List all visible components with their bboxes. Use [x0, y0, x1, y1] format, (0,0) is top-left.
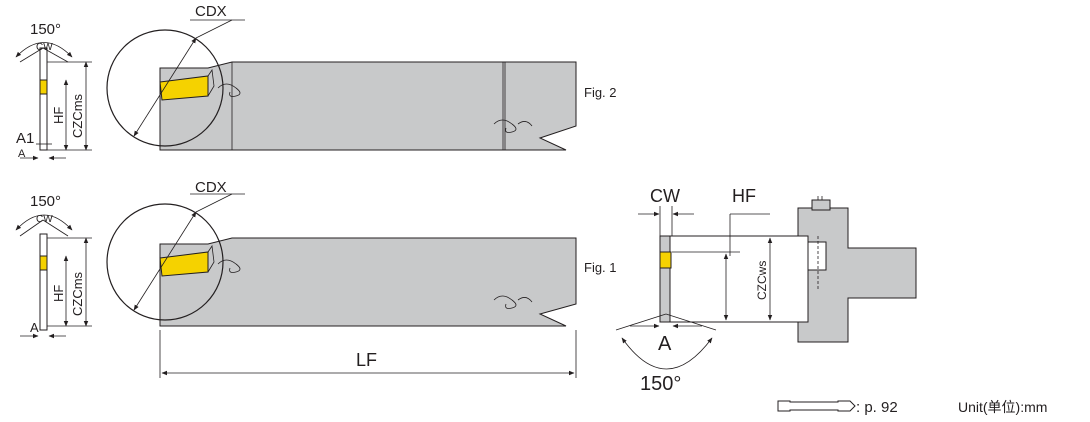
insert-side-top [39, 79, 48, 95]
angle-label-installation: 150° [640, 373, 681, 395]
cdx-label-fig2: CDX [195, 3, 227, 20]
clamp-slot-fig2-front [217, 83, 241, 97]
side-view-bottom: 150° CW HF CZCms A [15, 193, 92, 339]
unit-label: Unit(单位):mm [958, 399, 1047, 415]
angle-label-top: 150° [30, 21, 61, 38]
cw-label-installation: CW [650, 186, 680, 206]
blade-outline-icon [777, 400, 856, 412]
cw-label-bottom-side: CW [36, 214, 53, 225]
fig2-label: Fig. 2 [584, 85, 617, 100]
lf-label: LF [356, 350, 377, 370]
footer: : p. 92 Unit(单位):mm [777, 399, 1047, 416]
clamp-slot-fig1-front [217, 259, 241, 273]
cw-label-top-side: CW [36, 42, 53, 53]
blade-fig1: CDX Fig. 1 LF [106, 179, 617, 378]
a1-label: A1 [16, 130, 34, 147]
fig1-label: Fig. 1 [584, 260, 617, 275]
insert-installation [659, 251, 672, 269]
a-label-top: A [18, 148, 26, 160]
blade-fig2: CDX Fig. 2 [106, 3, 617, 151]
a-label-bottom-side: A [30, 320, 39, 335]
angle-label-bottom-side: 150° [30, 193, 61, 210]
cdx-circle-fig2 [106, 29, 224, 147]
czcms-label-top: CZCms [70, 93, 85, 138]
hf-label-top: HF [51, 107, 66, 124]
a-label-installation: A [658, 333, 672, 355]
page-reference: : p. 92 [856, 399, 898, 416]
cdx-circle-fig1 [106, 203, 224, 321]
czcws-label: CZCws [755, 261, 769, 300]
hf-label-bottom-side: HF [51, 285, 66, 302]
installation-view: CW HF CZCws A 150° [615, 186, 917, 395]
czcms-label-bottom: CZCms [70, 271, 85, 316]
hf-label-installation: HF [732, 186, 756, 206]
insert-side-bottom [39, 255, 48, 271]
side-view-top: 150° CW HF CZCms A1 A [15, 21, 92, 161]
cdx-label-fig1: CDX [195, 179, 227, 196]
